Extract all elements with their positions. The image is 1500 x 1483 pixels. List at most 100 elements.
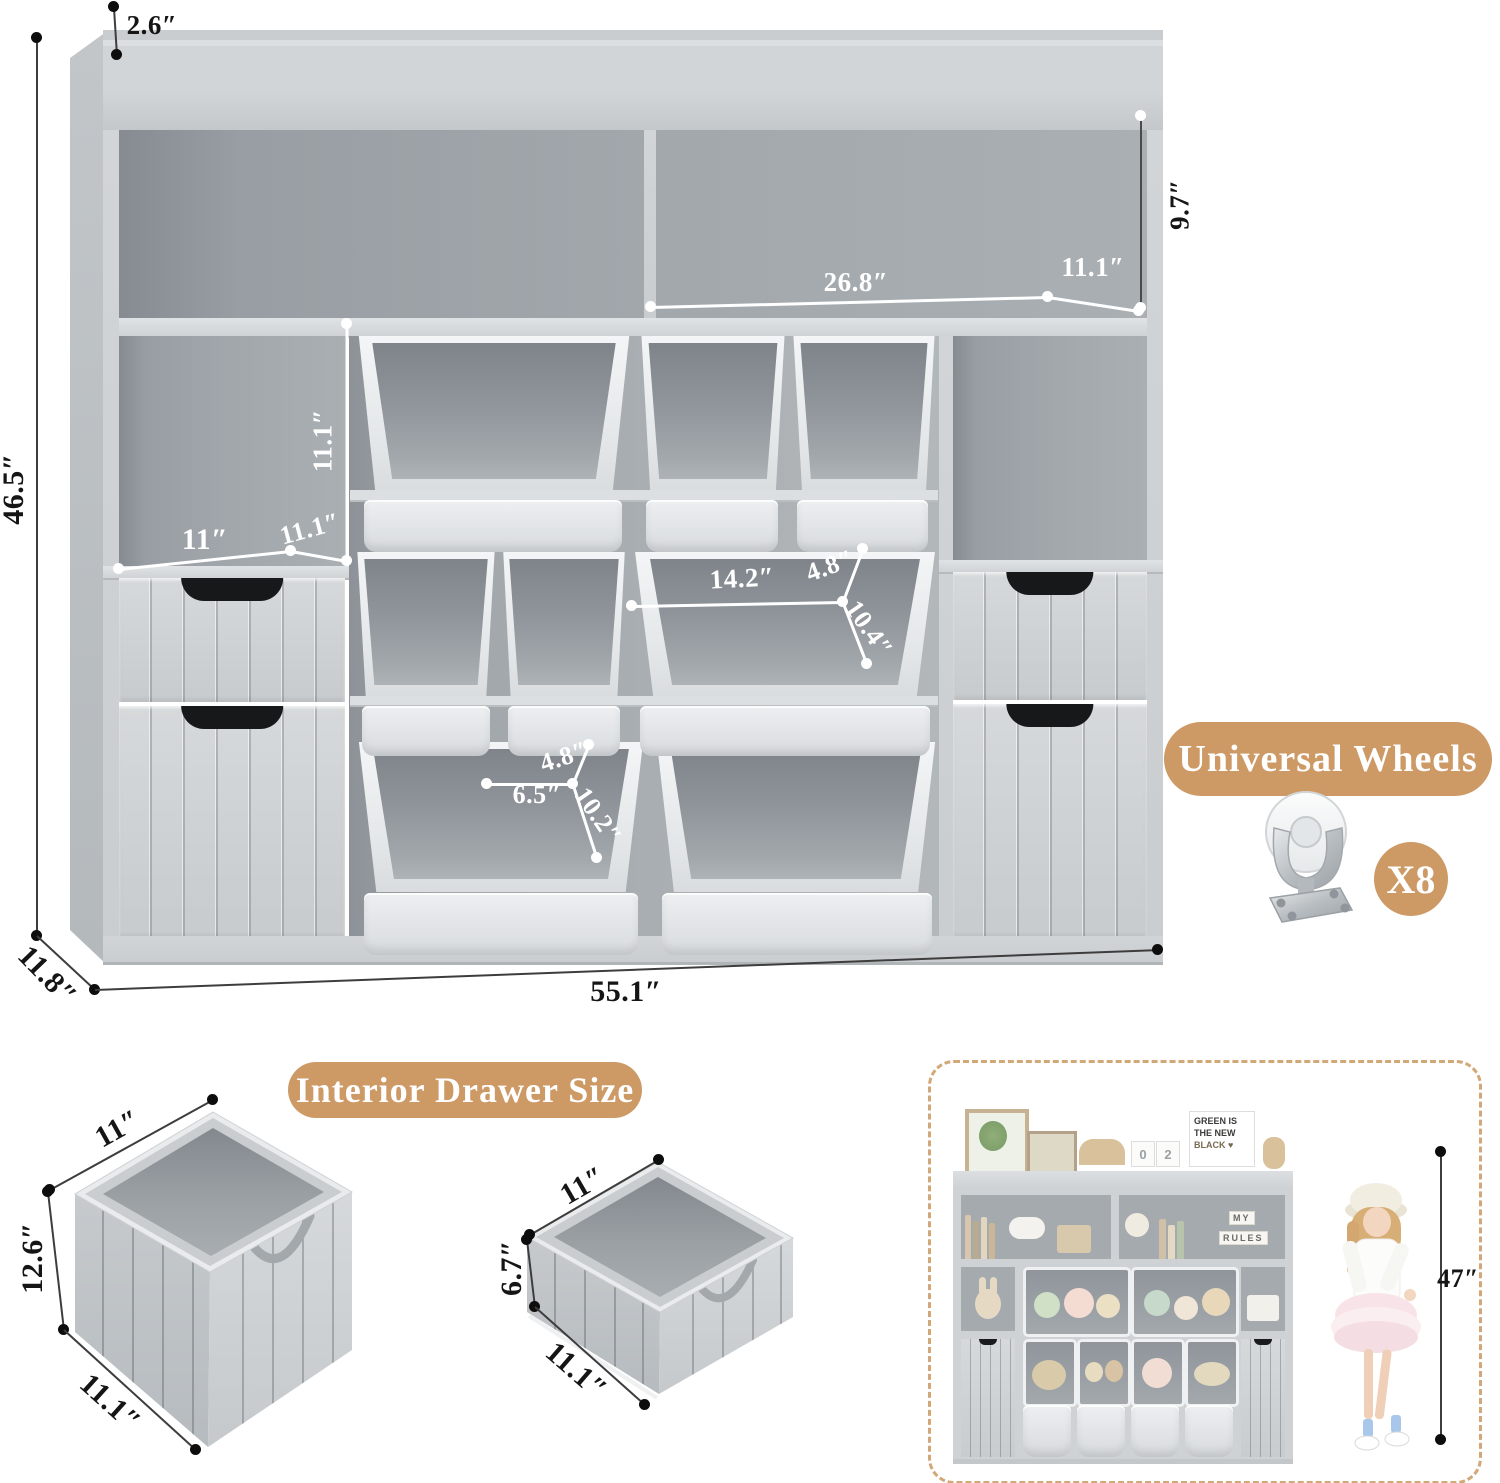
dim-dot [653, 1154, 664, 1165]
right-cubby [953, 336, 1147, 560]
dim-dot [285, 545, 296, 556]
quote-sign: GREEN IS THE NEW BLACK ♥ [1189, 1111, 1255, 1167]
interior-drawer-large-image [74, 1111, 354, 1447]
dim-dot [861, 658, 872, 669]
toy-bin [356, 336, 632, 492]
dim-dot [626, 600, 637, 611]
unit-side-panel [70, 32, 106, 964]
right-drawer-small [953, 572, 1147, 700]
universal-wheels-label: Universal Wheels [1178, 738, 1478, 780]
dim-label-hutch-depth: 11.1″ [1061, 252, 1125, 282]
dim-label-cubby-width: 11″ [181, 523, 229, 556]
interior-drawer-size-label: Interior Drawer Size [295, 1070, 635, 1110]
photo-bin [1185, 1339, 1239, 1407]
unit-left-frame [103, 130, 119, 962]
girl-photo [1331, 1183, 1421, 1451]
wheel-quantity-badge: X8 [1374, 842, 1448, 916]
toy-bin-large [654, 742, 938, 892]
photo-drawer [1241, 1339, 1285, 1457]
photo-cubby [1241, 1267, 1285, 1331]
dim-dot [190, 1444, 201, 1455]
photo-bin-front [1077, 1405, 1125, 1457]
drawer-handle-notch [1006, 704, 1094, 727]
dim-dot [1135, 110, 1146, 121]
dim-label-top-rail: 2.6″ [126, 10, 178, 40]
toy-bin [356, 552, 496, 698]
tile-text: RULES [1223, 1233, 1264, 1243]
dim-line-bin-s-width [487, 783, 573, 786]
block-digit: 0 [1139, 1146, 1147, 1162]
block-digit: 2 [1164, 1146, 1172, 1162]
dim-dot [567, 778, 578, 789]
number-block: 0 [1131, 1141, 1155, 1167]
toy-bin-large [632, 552, 938, 698]
photo-bin-front [1131, 1405, 1179, 1457]
dim-dot [583, 739, 594, 750]
toy-bin [502, 552, 626, 698]
unit-right-frame [1147, 130, 1163, 962]
drawer-handle-notch [1006, 572, 1094, 595]
letter-tiles: MY [1229, 1211, 1255, 1225]
photo-hutch-cubby: MY RULES [1119, 1195, 1285, 1259]
right-drawer-large [953, 704, 1147, 938]
photo-bin [1023, 1267, 1131, 1337]
photo-unit: MY RULES [953, 1171, 1293, 1464]
picture-frame [965, 1109, 1029, 1175]
dim-dot [645, 301, 656, 312]
sign-line: THE NEW [1194, 1128, 1236, 1139]
dim-label-drawer-l-height: 12.6″ [16, 1222, 49, 1294]
bin-front [640, 706, 930, 756]
bin-front [508, 706, 620, 756]
lifestyle-photo: 0 2 GREEN IS THE NEW BLACK ♥ [928, 1060, 1482, 1483]
wheel-quantity-label: X8 [1386, 856, 1436, 902]
toy-bridge [1079, 1139, 1125, 1165]
dim-label-drawer-s-height: 6.7″ [495, 1239, 528, 1297]
photo-drawer [961, 1339, 1015, 1457]
toy-bin [792, 336, 936, 492]
photo-bin [1023, 1339, 1077, 1407]
toy-bin [640, 336, 786, 492]
dim-dot [1435, 1434, 1446, 1445]
interior-drawer-small-image [525, 1161, 795, 1400]
dim-label-photo-height: 47″ [1437, 1264, 1479, 1293]
dim-dot [481, 778, 492, 789]
bin-front [364, 500, 622, 552]
drawer-handle-notch [181, 706, 283, 729]
dim-label-bin-s-width: 6.5″ [512, 780, 562, 809]
photo-bin [1077, 1339, 1131, 1407]
dim-dot [857, 543, 868, 554]
dim-dot [521, 1234, 532, 1245]
dim-label-hutch-height: 9.7″ [1164, 179, 1195, 230]
bin-front [646, 500, 778, 552]
unit-top-rail [103, 30, 1163, 132]
dim-line-photo-height [1440, 1151, 1442, 1439]
dim-dot [89, 984, 100, 995]
dim-dot [1133, 305, 1144, 316]
dim-dot [1435, 1146, 1446, 1157]
dim-dot [1042, 291, 1053, 302]
photo-hutch-cubby [961, 1195, 1111, 1259]
hutch-cubby-left [117, 130, 1147, 320]
dim-dot [837, 596, 848, 607]
universal-wheels-badge: Universal Wheels [1164, 722, 1492, 796]
right-divider [939, 336, 953, 962]
left-cubby [119, 336, 347, 566]
dim-dot [113, 563, 124, 574]
dim-dot [108, 1, 119, 12]
dim-dot [341, 318, 352, 329]
dim-dot [42, 1186, 53, 1197]
bin-front [662, 893, 932, 955]
photo-bin-front [1185, 1405, 1233, 1457]
photo-bin-front [1023, 1405, 1071, 1457]
tile-text: MY [1233, 1213, 1251, 1223]
dim-dot [111, 49, 122, 60]
dim-dot [591, 852, 602, 863]
toy-key [1263, 1137, 1285, 1169]
bin-front [362, 706, 490, 756]
dim-label-height: 46.5″ [0, 453, 30, 525]
left-drawer-small [119, 578, 345, 702]
toy-bin-large [356, 742, 646, 892]
dim-dot [1152, 944, 1163, 955]
dim-label-hutch-width: 26.8″ [823, 267, 889, 297]
